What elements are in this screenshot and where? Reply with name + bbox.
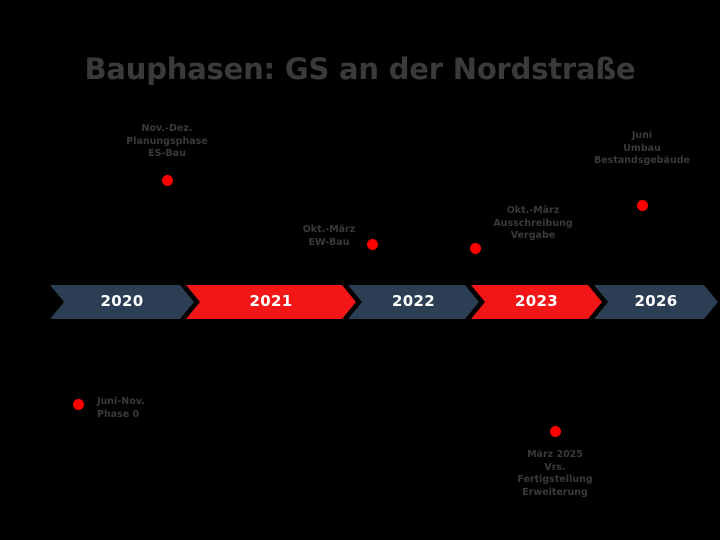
timeline-segment-2026[interactable]: 2026	[594, 285, 718, 319]
timeline-segment-label: 2020	[100, 291, 144, 310]
milestone-label-line: EW-Bau	[308, 236, 350, 248]
milestone-label-line: Juni-Nov.	[97, 396, 145, 407]
milestone-dot-icon	[72, 398, 84, 410]
timeline-segment-label: 2023	[515, 291, 558, 310]
milestone-label-line: Umbau	[623, 142, 661, 154]
milestone-dot-icon	[469, 242, 481, 254]
timeline-segment-2021[interactable]: 2021	[186, 285, 356, 319]
milestone-label-line: Phase 0	[97, 408, 140, 420]
milestone-label-line: Ausschreibung	[493, 217, 573, 229]
page-title: Bauphasen: GS an der Nordstraße	[84, 52, 636, 86]
milestone-label: Juni-Nov.Phase 0	[97, 396, 145, 421]
timeline-segment-label: 2022	[392, 291, 435, 310]
milestone-label-line: Juni	[631, 130, 653, 141]
milestone-label-line: Vergabe	[510, 230, 556, 241]
milestone-label-line: Erweiterung	[522, 486, 588, 498]
milestone-label-line: Okt.-März	[506, 205, 560, 216]
milestone-label-line: Bestandsgebäude	[594, 155, 690, 166]
timeline-segment-2020[interactable]: 2020	[50, 285, 194, 319]
timeline-segment-label: 2026	[634, 291, 678, 310]
milestone-label-line: Okt.-März	[302, 224, 356, 235]
milestone-label-line: ES-Bau	[148, 148, 186, 159]
milestone-label-line: Planungsphase	[126, 135, 208, 147]
timeline-segment-2023[interactable]: 2023	[471, 285, 602, 319]
milestone-label-line: Fertigstellung	[517, 474, 593, 485]
milestone-label-line: März 2025	[527, 449, 583, 460]
milestone-dot-icon	[161, 174, 173, 186]
milestone-label-line: Vrs.	[544, 461, 566, 473]
milestone-label-line: Nov.-Dez.	[141, 123, 193, 134]
timeline-segment-label: 2021	[249, 291, 293, 310]
milestone-dot-icon	[366, 238, 378, 250]
milestone-dot-icon	[636, 199, 648, 211]
timeline-segment-2022[interactable]: 2022	[348, 285, 479, 319]
milestone-dot-icon	[549, 425, 561, 437]
